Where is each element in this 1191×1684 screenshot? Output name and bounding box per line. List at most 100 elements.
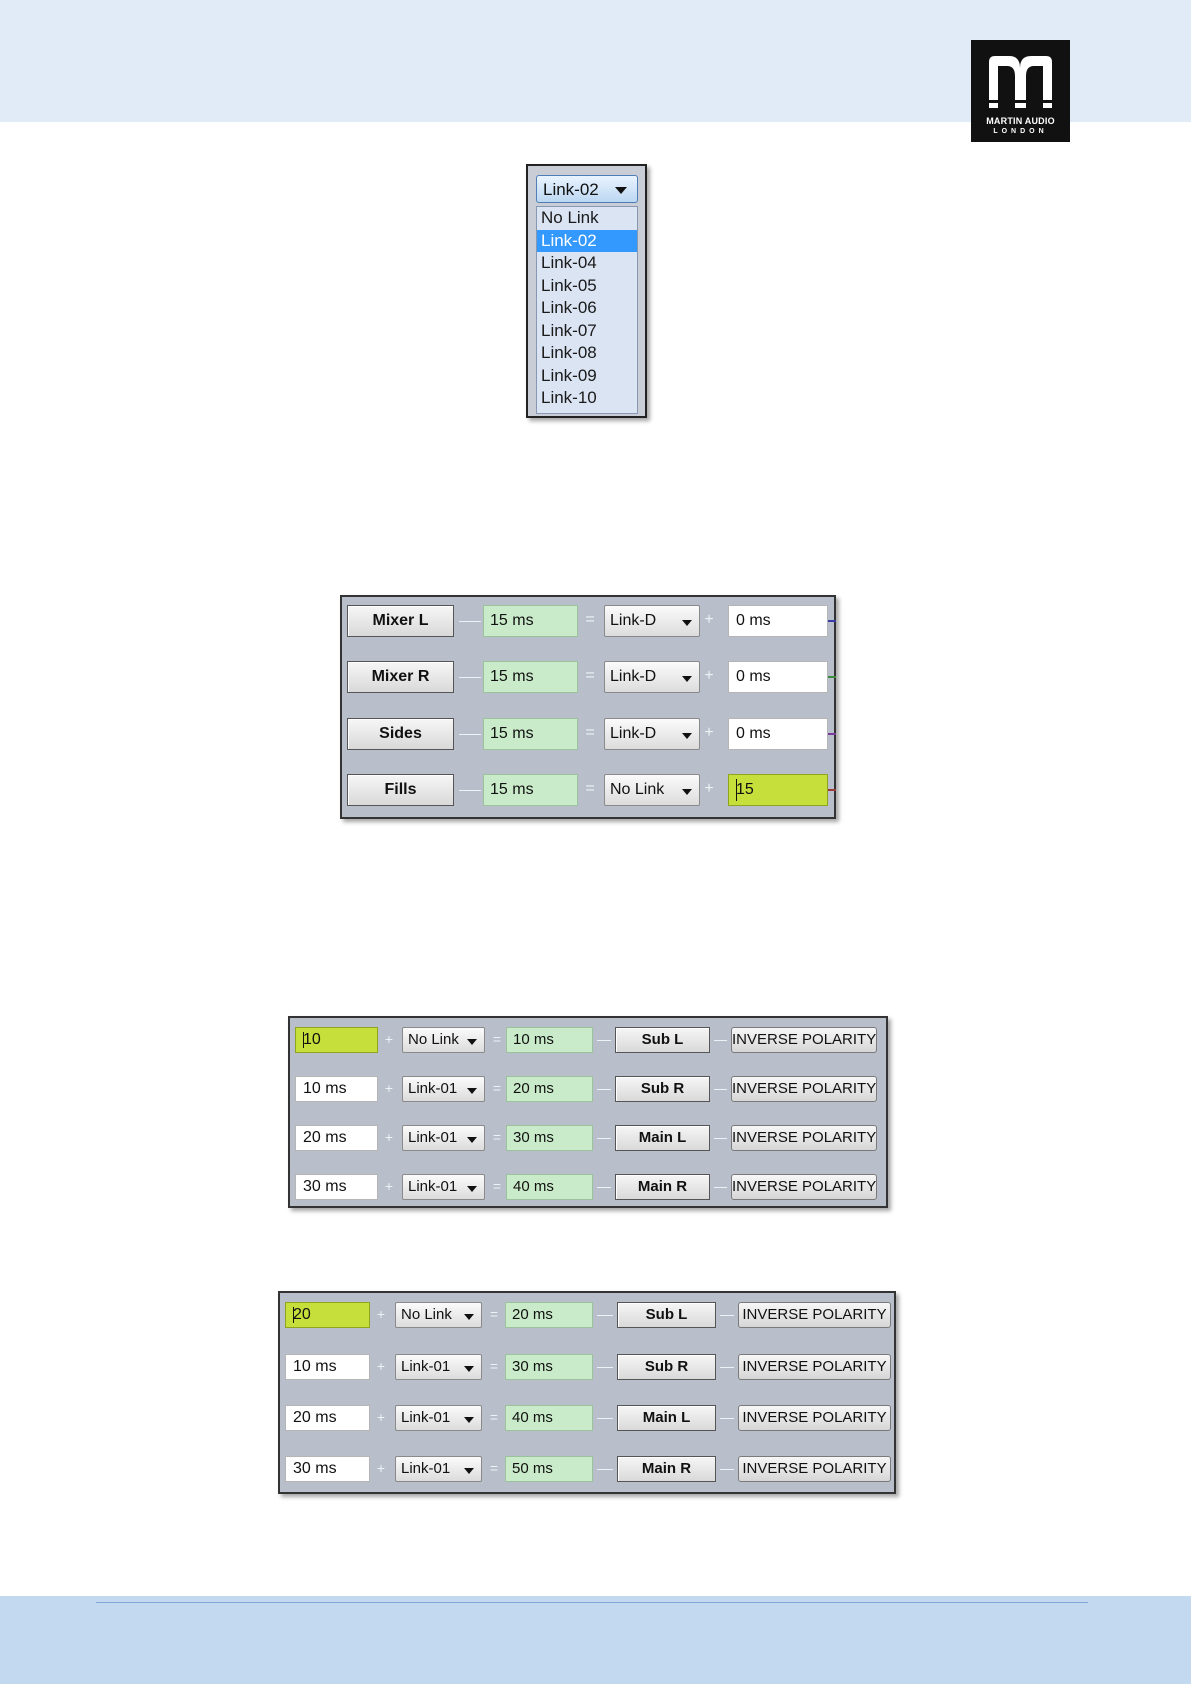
link-dropdown-figure: Link-02 No Link Link-02 Link-04 Link-05 … xyxy=(526,164,647,418)
link-select-value: Link-02 xyxy=(543,180,599,199)
link-select[interactable]: Link-D xyxy=(604,718,700,750)
chevron-down-icon[interactable] xyxy=(682,619,692,626)
chevron-down-icon[interactable] xyxy=(464,1467,474,1474)
inverse-polarity-button[interactable]: INVERSE POLARITY xyxy=(731,1174,877,1200)
inverse-polarity-button[interactable]: INVERSE POLARITY xyxy=(731,1027,877,1053)
channel-name-button[interactable]: Sub R xyxy=(617,1354,716,1380)
inverse-polarity-button[interactable]: INVERSE POLARITY xyxy=(738,1456,891,1482)
chevron-down-icon[interactable] xyxy=(464,1416,474,1423)
chevron-down-icon[interactable] xyxy=(615,187,627,194)
inverse-polarity-button[interactable]: INVERSE POLARITY xyxy=(738,1354,891,1380)
connector-line xyxy=(459,790,481,791)
link-select[interactable]: Link-01 xyxy=(402,1174,485,1200)
link-option[interactable]: Link-06 xyxy=(541,298,597,317)
connector-line xyxy=(720,1418,734,1419)
delay-offset-input[interactable]: 15 xyxy=(728,774,828,806)
equals-sign: = xyxy=(492,1178,502,1194)
delay-input[interactable]: 10 ms xyxy=(295,1076,378,1102)
inverse-polarity-button[interactable]: INVERSE POLARITY xyxy=(731,1125,877,1151)
delay-input[interactable]: 20 xyxy=(285,1302,370,1328)
chevron-down-icon[interactable] xyxy=(467,1136,477,1143)
chevron-down-icon[interactable] xyxy=(467,1087,477,1094)
channel-name-button[interactable]: Main L xyxy=(617,1405,716,1431)
inverse-polarity-button[interactable]: INVERSE POLARITY xyxy=(738,1302,891,1328)
channel-name-button[interactable]: Main R xyxy=(615,1174,710,1200)
inverse-polarity-button[interactable]: INVERSE POLARITY xyxy=(731,1076,877,1102)
channel-name-button[interactable]: Main R xyxy=(617,1456,716,1482)
delay-input[interactable]: 20 ms xyxy=(295,1125,378,1151)
connector-line xyxy=(459,734,481,735)
link-option[interactable]: Link-04 xyxy=(541,253,597,272)
link-option[interactable]: Link-05 xyxy=(541,275,597,295)
connector-line xyxy=(714,1138,727,1139)
channel-link-line xyxy=(828,733,836,735)
calculated-delay: 15 ms xyxy=(483,605,578,637)
link-option[interactable]: Link-09 xyxy=(541,365,597,385)
link-select[interactable]: No Link xyxy=(604,774,700,806)
link-select[interactable]: Link-02 xyxy=(536,175,638,203)
plus-sign: + xyxy=(376,1358,386,1374)
link-select[interactable]: Link-D xyxy=(604,605,700,637)
delay-offset-input[interactable]: 0 ms xyxy=(728,718,828,750)
channel-name-button[interactable]: Sub R xyxy=(615,1076,710,1102)
channel-name-button[interactable]: Main L xyxy=(615,1125,710,1151)
channel-name-button[interactable]: Sides xyxy=(347,718,454,750)
link-select[interactable]: Link-01 xyxy=(395,1354,482,1380)
connector-line xyxy=(597,1418,613,1419)
channel-name-button[interactable]: Mixer R xyxy=(347,661,454,693)
link-select[interactable]: No Link xyxy=(395,1302,482,1328)
plus-sign: + xyxy=(704,667,714,684)
chevron-down-icon[interactable] xyxy=(682,788,692,795)
equals-sign: = xyxy=(489,1358,499,1374)
link-select[interactable]: No Link xyxy=(402,1027,485,1053)
chevron-down-icon[interactable] xyxy=(682,675,692,682)
total-delay: 30 ms xyxy=(505,1354,593,1380)
link-select[interactable]: Link-01 xyxy=(402,1125,485,1151)
channel-name-button[interactable]: Sub L xyxy=(617,1302,716,1328)
channel-name-button[interactable]: Mixer L xyxy=(347,605,454,637)
delay-input[interactable]: 10 ms xyxy=(285,1354,370,1380)
chevron-down-icon[interactable] xyxy=(467,1038,477,1045)
delay-input[interactable]: 30 ms xyxy=(285,1456,370,1482)
plus-sign: + xyxy=(384,1129,394,1145)
link-option[interactable]: No Link xyxy=(541,208,599,227)
total-delay: 20 ms xyxy=(506,1076,593,1102)
link-select[interactable]: Link-01 xyxy=(395,1405,482,1431)
connector-line xyxy=(597,1187,611,1188)
link-select[interactable]: Link-D xyxy=(604,661,700,693)
connector-line xyxy=(597,1040,611,1041)
chevron-down-icon[interactable] xyxy=(464,1313,474,1320)
inverse-polarity-button[interactable]: INVERSE POLARITY xyxy=(738,1405,891,1431)
link-option[interactable]: Link-10 xyxy=(541,388,597,407)
connector-line xyxy=(720,1315,734,1316)
logo-city: LONDON xyxy=(993,128,1048,135)
connector-line xyxy=(597,1138,611,1139)
chevron-down-icon[interactable] xyxy=(682,732,692,739)
link-option[interactable]: Link-08 xyxy=(541,343,597,362)
channel-name-button[interactable]: Fills xyxy=(347,774,454,806)
delay-offset-input[interactable]: 0 ms xyxy=(728,605,828,637)
channel-name-button[interactable]: Sub L xyxy=(615,1027,710,1053)
channel-link-line xyxy=(828,676,836,678)
chevron-down-icon[interactable] xyxy=(467,1185,477,1192)
equals-sign: = xyxy=(492,1129,502,1145)
equals-sign: = xyxy=(585,780,595,797)
link-select[interactable]: Link-01 xyxy=(402,1076,485,1102)
link-select-value: No Link xyxy=(401,1306,452,1323)
connector-line xyxy=(714,1187,727,1188)
equals-sign: = xyxy=(585,724,595,741)
page-footer-band xyxy=(0,1596,1191,1684)
delay-offset-input[interactable]: 0 ms xyxy=(728,661,828,693)
connector-line xyxy=(714,1089,727,1090)
total-delay: 20 ms xyxy=(505,1302,593,1328)
delay-input[interactable]: 30 ms xyxy=(295,1174,378,1200)
link-option[interactable]: Link-07 xyxy=(541,320,597,340)
connector-line xyxy=(459,621,481,622)
plus-sign: + xyxy=(376,1306,386,1322)
link-option-highlighted[interactable]: Link-02 xyxy=(537,229,637,252)
link-select[interactable]: Link-01 xyxy=(395,1456,482,1482)
delay-input[interactable]: 10 xyxy=(295,1027,378,1053)
chevron-down-icon[interactable] xyxy=(464,1365,474,1372)
delay-input[interactable]: 20 ms xyxy=(285,1405,370,1431)
